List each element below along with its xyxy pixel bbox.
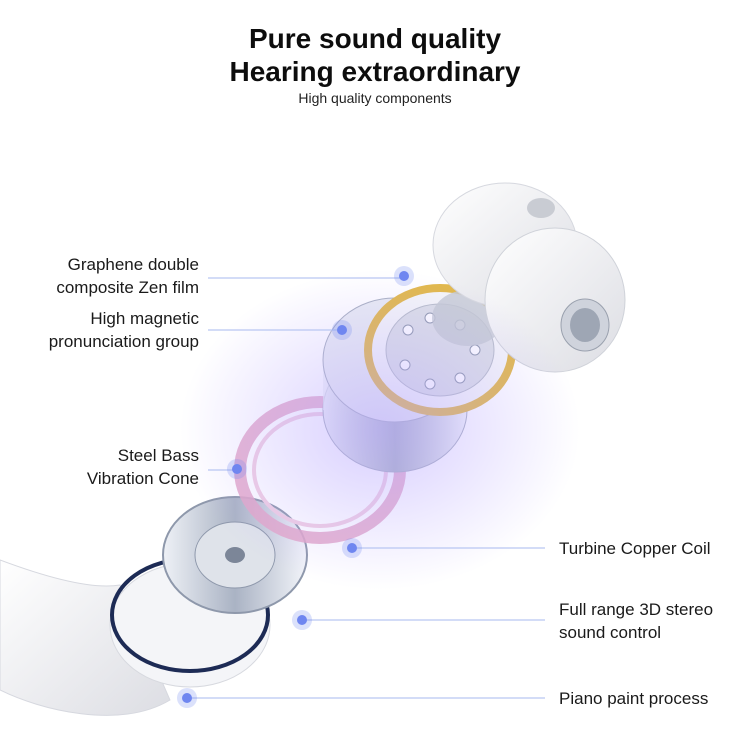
callout-stereo-control: Full range 3D stereo sound control (559, 598, 713, 644)
callout-steel-line-2: Vibration Cone (86, 469, 199, 488)
leader-lines (187, 277, 545, 699)
headline-line-1: Pure sound quality (248, 23, 502, 54)
marker-stereo (292, 610, 312, 630)
marker-magnetic (332, 320, 352, 340)
callout-coil-text: Turbine Copper Coil (559, 539, 711, 558)
callout-graphene-line-2: composite Zen film (56, 278, 199, 297)
subtitle: High quality components (298, 90, 452, 106)
marker-piano (177, 688, 197, 708)
callout-magnetic-group: High magnetic pronunciation group (49, 307, 199, 353)
callout-graphene-film: Graphene double composite Zen film (56, 253, 199, 299)
callout-graphene-line-1: Graphene double (67, 255, 199, 274)
callout-magnetic-line-2: pronunciation group (48, 332, 199, 351)
header: Pure sound quality Hearing extraordinary… (0, 22, 750, 107)
callout-stereo-line-2: sound control (559, 623, 662, 642)
callout-steel-line-1: Steel Bass (117, 446, 199, 465)
callout-magnetic-line-1: High magnetic (90, 309, 199, 328)
light-glow (180, 270, 580, 590)
callout-piano-text: Piano paint process (559, 689, 709, 708)
callout-piano-paint: Piano paint process (559, 687, 708, 710)
callout-stereo-line-1: Full range 3D stereo (559, 600, 714, 619)
callout-steel-cone: Steel Bass Vibration Cone (87, 444, 199, 490)
marker-graphene (394, 266, 414, 286)
marker-steel (227, 459, 247, 479)
headline-line-2: Hearing extraordinary (229, 56, 521, 87)
marker-coil (342, 538, 362, 558)
marker-dots (177, 266, 414, 708)
callout-copper-coil: Turbine Copper Coil (559, 537, 711, 560)
